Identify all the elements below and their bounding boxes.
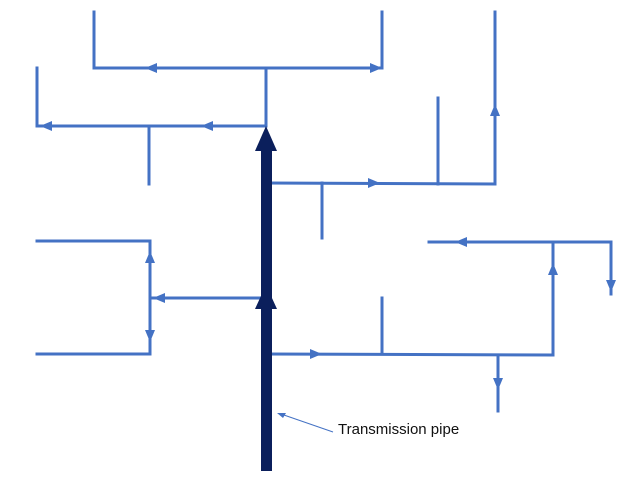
transmission-arrow-up-icon — [255, 285, 277, 309]
flow-arrow-down-icon — [606, 280, 616, 292]
flow-arrow-down-icon — [145, 330, 155, 342]
callout-arrow-icon — [277, 413, 286, 418]
flow-arrow-left-icon — [201, 121, 213, 131]
flow-arrow-down-icon — [493, 378, 503, 390]
transmission-pipe-shaft — [261, 150, 272, 471]
flow-arrow-up-icon — [548, 263, 558, 275]
callout-pointer — [277, 413, 334, 433]
pipe-right-lower-main — [264, 352, 555, 357]
flow-arrow-left-icon — [40, 121, 52, 131]
flow-arrow-left-icon — [455, 237, 467, 247]
flow-arrow-right-icon — [310, 349, 322, 359]
transmission-pipe — [255, 126, 277, 471]
flow-arrow-right-icon — [368, 178, 380, 188]
flow-arrow-up-icon — [490, 104, 500, 116]
flow-arrow-up-icon — [145, 251, 155, 263]
pipe-right-upper-main — [264, 181, 497, 186]
pipe-top-left-branch — [35, 66, 268, 128]
flow-arrow-left-icon — [153, 293, 165, 303]
callout-line — [280, 413, 334, 433]
flow-arrow-right-icon — [370, 63, 382, 73]
flow-arrow-left-icon — [145, 63, 157, 73]
pipe-top-left-network — [35, 10, 384, 186]
pipe-left-lower-bracket — [35, 239, 152, 356]
pipe-right-upper-network — [264, 10, 497, 240]
transmission-arrow-up-icon — [255, 126, 277, 151]
pipe-right-lower-network — [264, 240, 613, 413]
pipe-top-rectangle — [92, 10, 384, 70]
pipe-right-lower-top-branch — [427, 240, 613, 296]
pipe-left-lower-network — [35, 239, 268, 356]
transmission-pipe-label: Transmission pipe — [338, 421, 460, 438]
